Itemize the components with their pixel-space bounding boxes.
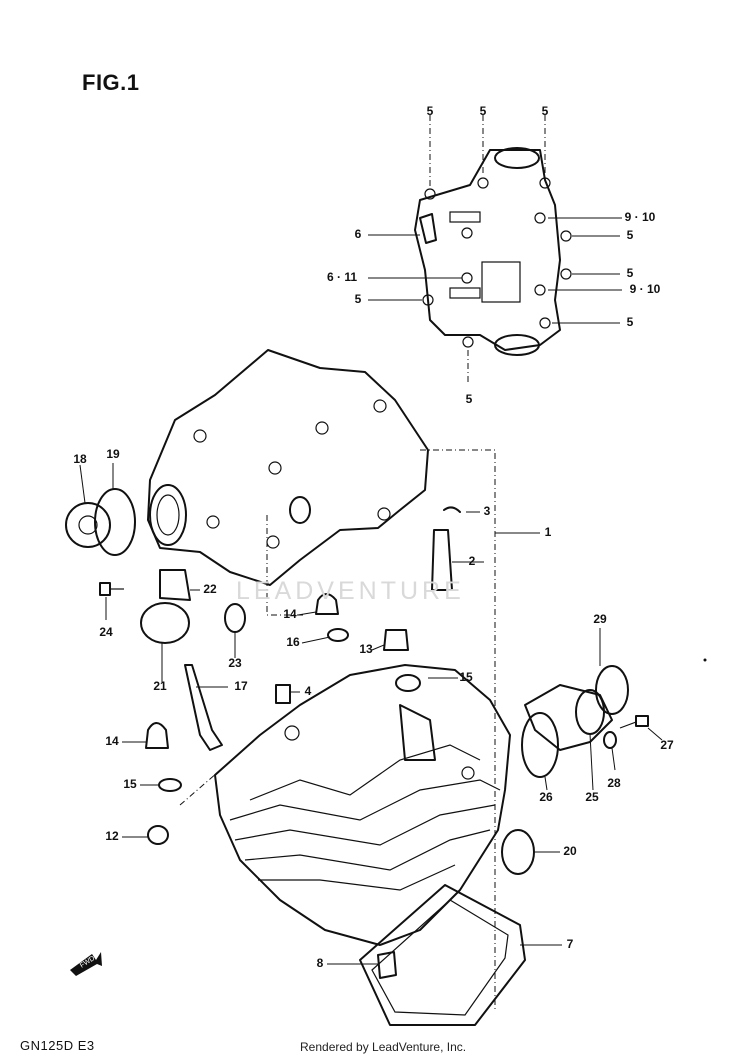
- cylinder-head[interactable]: [214, 664, 511, 946]
- o-ring-26[interactable]: [521, 712, 559, 778]
- plug-cap-18[interactable]: [65, 502, 111, 548]
- cylinder-head-cover[interactable]: [147, 349, 429, 586]
- bolt-24[interactable]: [99, 582, 124, 596]
- seal-23[interactable]: [224, 603, 246, 633]
- callout-label: 6 · 11: [327, 270, 357, 284]
- callout-label: 28: [607, 776, 621, 790]
- callout-label: 14: [283, 607, 297, 621]
- callout-label: 5: [627, 228, 634, 242]
- callout-label: 5: [466, 392, 473, 406]
- o-ring-19[interactable]: [94, 488, 136, 556]
- nut-13[interactable]: [383, 629, 409, 651]
- callout-label: 2: [469, 554, 476, 568]
- callout-label: 29: [593, 612, 607, 626]
- plug-12[interactable]: [147, 825, 169, 845]
- head-gasket[interactable]: [359, 884, 526, 1026]
- fwd-arrow-icon: FWD: [70, 952, 102, 976]
- callout-label: 21: [153, 679, 167, 693]
- plug-20[interactable]: [501, 829, 535, 875]
- callout-label: 26: [539, 790, 553, 804]
- washer-16[interactable]: [327, 628, 349, 642]
- callout-label: 27: [660, 738, 674, 752]
- callout-label: 9 · 10: [630, 282, 661, 296]
- model-code: GN125D E3: [20, 1038, 95, 1053]
- intake-pipe-25[interactable]: [524, 684, 613, 751]
- callout-label: 5: [627, 266, 634, 280]
- callout-label: 16: [286, 635, 300, 649]
- credit-text: Rendered by LeadVenture, Inc.: [300, 1040, 467, 1054]
- cap-nut-14-left[interactable]: [145, 722, 169, 749]
- callout-label: 13: [359, 642, 373, 656]
- bolt-27[interactable]: [619, 715, 649, 729]
- callout-label: 20: [563, 844, 577, 858]
- callout-label: 5: [355, 292, 362, 306]
- spark-plug-17[interactable]: [184, 664, 223, 751]
- washer-28[interactable]: [603, 731, 617, 749]
- callout-label: 19: [106, 447, 120, 461]
- callout-label: 15: [123, 777, 137, 791]
- callout-label: 5: [627, 315, 634, 329]
- callout-label: 12: [105, 829, 119, 843]
- clip-3[interactable]: [443, 506, 461, 513]
- callout-label: 8: [317, 956, 324, 970]
- valve-guide-2[interactable]: [431, 529, 453, 591]
- callout-label: 17: [234, 679, 248, 693]
- callout-label: 7: [567, 937, 574, 951]
- callout-label: 5: [427, 104, 434, 118]
- callout-label: 15: [459, 670, 473, 684]
- bracket-22[interactable]: [159, 569, 191, 601]
- valve-cover[interactable]: [414, 147, 572, 356]
- callout-label: 1: [545, 525, 552, 539]
- callout-label: 25: [585, 790, 599, 804]
- callout-label: 23: [228, 656, 242, 670]
- dowel-8[interactable]: [377, 951, 397, 979]
- callout-label: 14: [105, 734, 119, 748]
- callout-label: 9 · 10: [625, 210, 656, 224]
- cover-21[interactable]: [140, 602, 190, 644]
- callout-label: 24: [99, 625, 113, 639]
- washer-15-left[interactable]: [158, 778, 182, 792]
- cap-nut-14-top[interactable]: [315, 593, 339, 615]
- watermark: LEADVENTURE: [236, 577, 465, 605]
- callout-label: 6: [355, 227, 362, 241]
- clamp-29[interactable]: [595, 665, 629, 715]
- dowel-4[interactable]: [275, 684, 291, 704]
- figure-title: FIG.1: [82, 70, 140, 95]
- callout-label: 3: [484, 504, 491, 518]
- callout-label: 22: [203, 582, 217, 596]
- callout-label: 5: [542, 104, 549, 118]
- callout-label: 4: [305, 684, 312, 698]
- callout-label: 5: [480, 104, 487, 118]
- callout-label: 18: [73, 452, 87, 466]
